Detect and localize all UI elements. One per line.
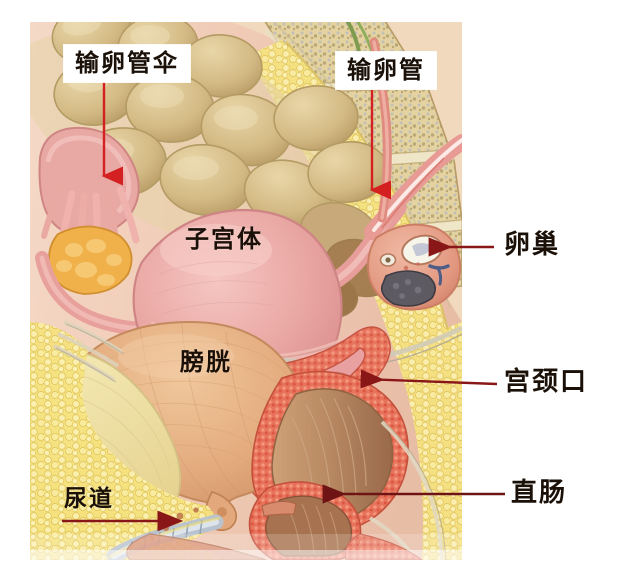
anatomical-illustration bbox=[30, 22, 462, 560]
label-fimbriae-text: 输卵管伞 bbox=[75, 49, 179, 77]
label-cervical-os-text: 宫颈口 bbox=[504, 367, 589, 397]
label-fimbriae: 输卵管伞 bbox=[64, 45, 190, 82]
label-rectum: 直肠 bbox=[511, 480, 567, 506]
label-fallopian-tube-text: 输卵管 bbox=[347, 56, 425, 84]
label-urethra-text: 尿道 bbox=[64, 486, 114, 512]
label-cervical-os: 宫颈口 bbox=[504, 369, 588, 395]
label-rectum-text: 直肠 bbox=[511, 478, 568, 508]
label-bladder-text: 膀胱 bbox=[180, 348, 232, 376]
label-uterus-body: 子宫体 bbox=[185, 227, 263, 251]
label-ovary: 卵巢 bbox=[504, 232, 560, 258]
label-ovary-text: 卵巢 bbox=[504, 230, 561, 260]
fimbria-fringe bbox=[35, 126, 187, 336]
label-urethra: 尿道 bbox=[64, 488, 114, 511]
ovary-body bbox=[366, 223, 462, 311]
label-uterus-body-text: 子宫体 bbox=[185, 225, 263, 253]
label-fallopian-tube: 输卵管 bbox=[336, 52, 436, 89]
label-bladder: 膀胱 bbox=[180, 350, 232, 374]
